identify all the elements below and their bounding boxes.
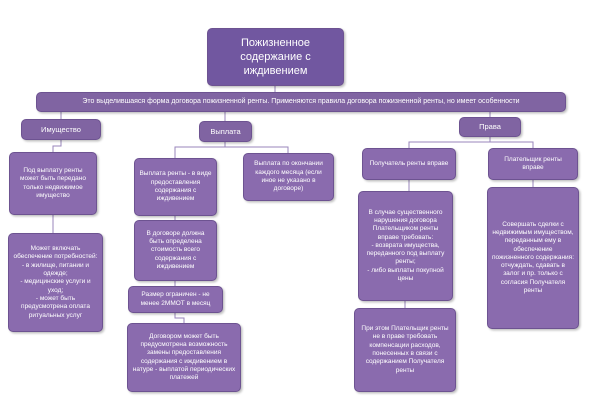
payment-item-minimum: Размер ограничен - не менее 2ММОТ в меся… [128,286,223,313]
payment-item-cost: В договоре должна быть определена стоимо… [134,220,217,281]
branch-rights-header: Права [459,117,521,137]
receiver-item-breach: В случае существенного нарушения договор… [358,191,453,301]
intro-bar: Это выделившаяся форма договора пожизнен… [36,92,566,112]
diagram-title: Пожизненное содержание с иждивением [207,28,344,86]
payment-item-form: Выплата ренты - в виде предоставления со… [134,158,217,216]
branch-property-header: Имущество [21,119,101,140]
property-item-immovable: Под выплату ренты может быть передано то… [9,152,97,215]
rights-receiver-header: Получатель ренты вправе [362,148,456,180]
payment-item-replacement: Договором может быть предусмотрена возмо… [127,323,241,392]
payer-item-transactions: Совершать сделки с недвижимым имуществом… [487,187,579,329]
rights-payer-header: Плательщик ренты вправе [488,148,578,180]
property-item-needs: Может включать обеспечение потребностей:… [8,233,103,332]
payment-item-monthly: Выплата по окончании каждого месяца (есл… [243,153,334,201]
receiver-item-no-compensation: При этом Плательщик ренты не в праве тре… [354,308,456,392]
branch-payment-header: Выплата [199,121,252,142]
